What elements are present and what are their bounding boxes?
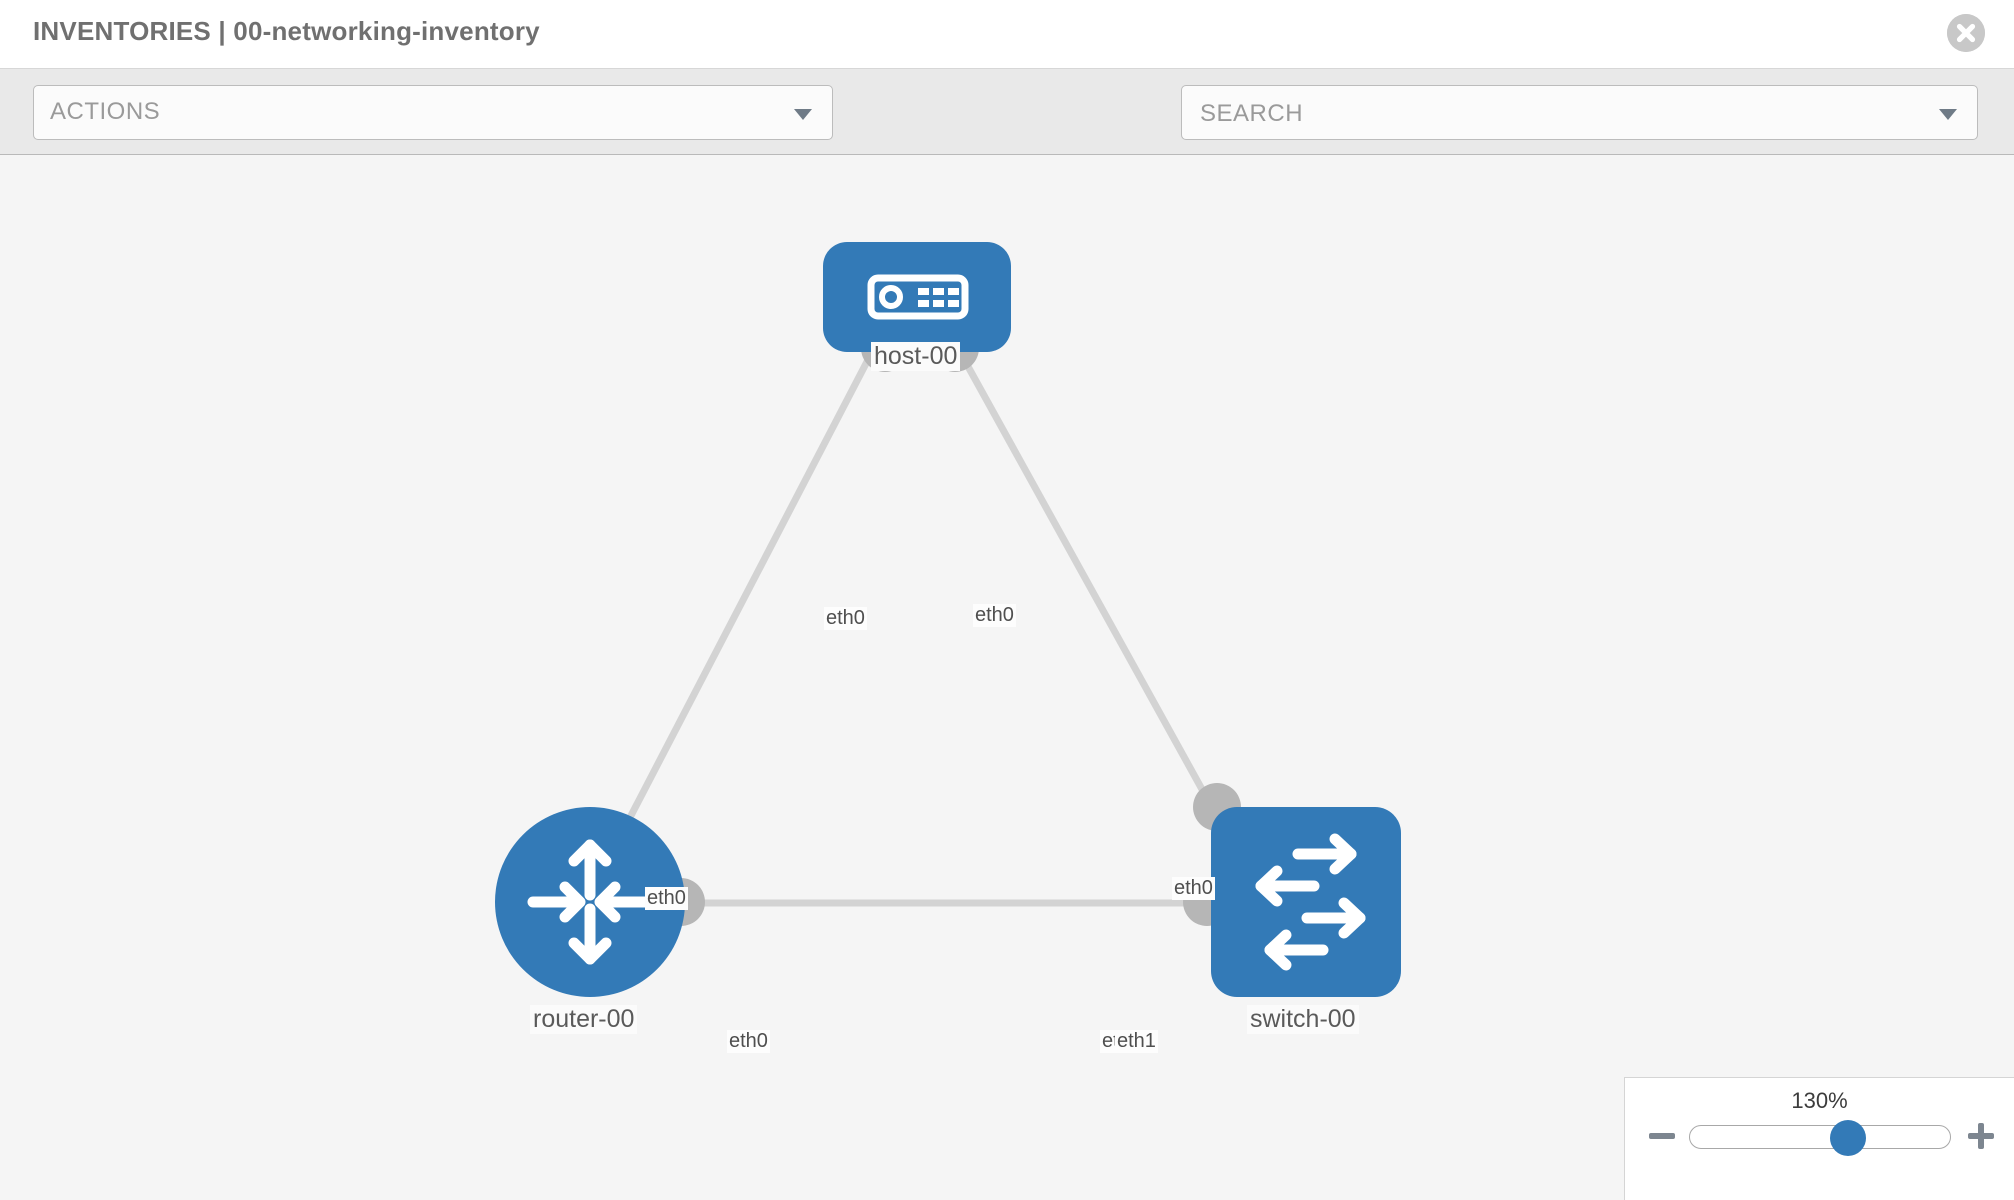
node-router-00[interactable] bbox=[495, 807, 705, 997]
chevron-down-icon bbox=[794, 109, 812, 120]
zoom-slider-thumb[interactable] bbox=[1830, 1120, 1866, 1156]
close-icon[interactable] bbox=[1947, 14, 1985, 52]
edge-label: eth0 bbox=[973, 604, 1016, 627]
node-label-router-00: router-00 bbox=[530, 1005, 638, 1034]
zoom-level-value: 130% bbox=[1791, 1088, 1848, 1113]
edge-label: eth0 bbox=[1172, 877, 1215, 900]
actions-dropdown[interactable]: ACTIONS bbox=[33, 85, 833, 140]
actions-dropdown-label: ACTIONS bbox=[50, 98, 161, 125]
chevron-down-icon[interactable] bbox=[1939, 109, 1957, 120]
link-host-router bbox=[606, 350, 876, 858]
topology-links bbox=[606, 350, 1239, 907]
zoom-slider[interactable] bbox=[1689, 1120, 1951, 1156]
switch-arrows-icon bbox=[1255, 833, 1366, 971]
server-icon bbox=[867, 274, 969, 320]
node-host-00[interactable] bbox=[823, 242, 1011, 372]
edge-label: eth0 bbox=[824, 607, 867, 630]
edge-label: eth0 bbox=[727, 1030, 770, 1053]
host-shape[interactable] bbox=[823, 242, 1011, 352]
page-header: INVENTORIES | 00-networking-inventory bbox=[0, 0, 2014, 69]
node-label-host-00: host-00 bbox=[871, 342, 961, 371]
router-shape[interactable] bbox=[495, 807, 685, 997]
zoom-control-panel: 130% bbox=[1624, 1077, 2014, 1200]
link-host-switch bbox=[956, 350, 1239, 851]
edge-label: eth1 bbox=[1115, 1030, 1158, 1053]
edge-label: eth0 bbox=[645, 887, 688, 910]
node-switch-00[interactable] bbox=[1183, 783, 1401, 997]
plus-icon[interactable] bbox=[1966, 1121, 1996, 1151]
toolbar: ACTIONS bbox=[0, 69, 2014, 196]
topology-canvas[interactable]: host-00 bbox=[0, 156, 2014, 1200]
switch-shape[interactable] bbox=[1211, 807, 1401, 997]
search-input[interactable] bbox=[1198, 86, 1922, 141]
router-arrows-icon bbox=[527, 839, 653, 965]
page-title: INVENTORIES | 00-networking-inventory bbox=[33, 16, 540, 46]
minus-icon[interactable] bbox=[1647, 1121, 1677, 1151]
search-box[interactable] bbox=[1181, 85, 1978, 141]
node-label-switch-00: switch-00 bbox=[1247, 1005, 1359, 1034]
